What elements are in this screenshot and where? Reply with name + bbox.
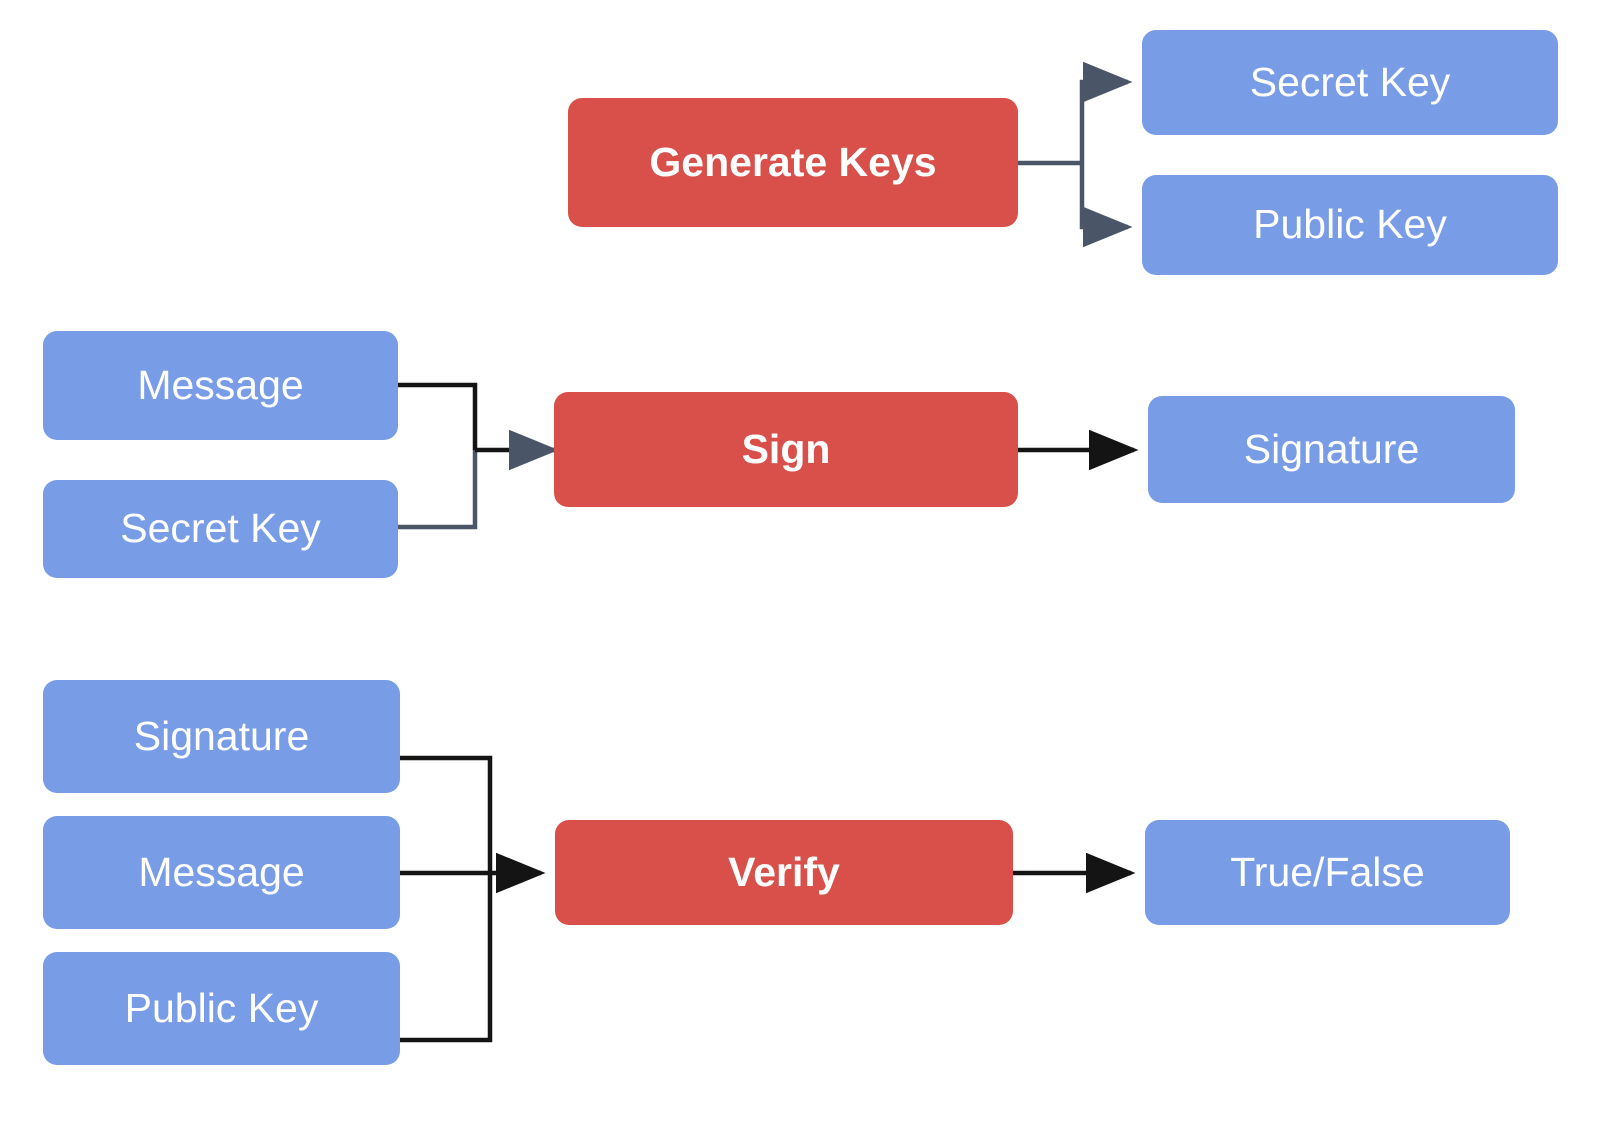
node-sign-output-signature[interactable]: Signature [1148,396,1515,503]
node-generate-keys-label: Generate Keys [649,138,937,185]
node-sign[interactable]: Sign [554,392,1018,507]
node-sign-input-message-label: Message [137,361,304,408]
node-generate-keys[interactable]: Generate Keys [568,98,1018,227]
edge-generate-keys-branch [1018,61,1133,248]
node-sign-input-secret-key[interactable]: Secret Key [43,480,398,578]
node-sign-output-signature-label: Signature [1243,425,1420,472]
node-verify-input-message-label: Message [138,848,305,895]
node-sign-input-secret-key-label: Secret Key [120,505,321,552]
node-generate-output-secret-key-label: Secret Key [1249,58,1451,105]
node-verify-input-signature[interactable]: Signature [43,680,400,793]
node-verify-output-result[interactable]: True/False [1145,820,1510,925]
node-generate-output-secret-key[interactable]: Secret Key [1142,30,1558,135]
node-verify-input-message[interactable]: Message [43,816,400,929]
node-verify-label: Verify [728,848,840,895]
edge-verify-inputs-merge [400,755,546,1043]
node-generate-output-public-key[interactable]: Public Key [1142,175,1558,275]
node-verify-output-result-label: True/False [1230,848,1425,895]
node-verify[interactable]: Verify [555,820,1013,925]
node-verify-input-public-key[interactable]: Public Key [43,952,400,1065]
node-generate-output-public-key-label: Public Key [1253,201,1447,248]
node-verify-input-public-key-label: Public Key [124,984,319,1031]
node-sign-label: Sign [741,425,831,472]
node-verify-input-signature-label: Signature [133,712,310,759]
edge-sign-inputs-merge [398,382,559,530]
node-sign-input-message[interactable]: Message [43,331,398,440]
